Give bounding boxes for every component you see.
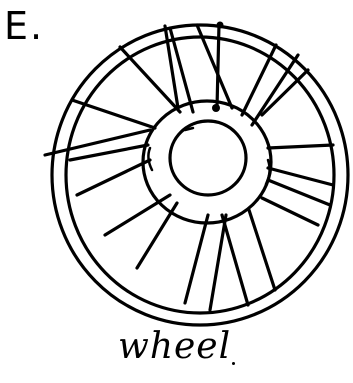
spoke — [72, 100, 155, 128]
spoke — [268, 145, 333, 148]
ink-dot — [217, 22, 224, 29]
spoke — [45, 130, 150, 155]
hub-inner — [170, 121, 246, 195]
spoke — [262, 198, 318, 225]
spoke — [210, 215, 226, 310]
spoke — [217, 24, 219, 108]
ink-dot — [212, 104, 220, 112]
spoke — [185, 215, 208, 303]
spokes — [45, 24, 333, 310]
spoke — [222, 215, 248, 305]
spoke — [252, 55, 298, 125]
spoke — [249, 210, 275, 290]
caption-period — [232, 362, 235, 365]
caption-word: wheel — [118, 326, 231, 367]
spoke — [77, 160, 150, 195]
spoke — [268, 180, 330, 205]
outer-rim — [52, 25, 348, 325]
hub-outer — [143, 101, 271, 223]
